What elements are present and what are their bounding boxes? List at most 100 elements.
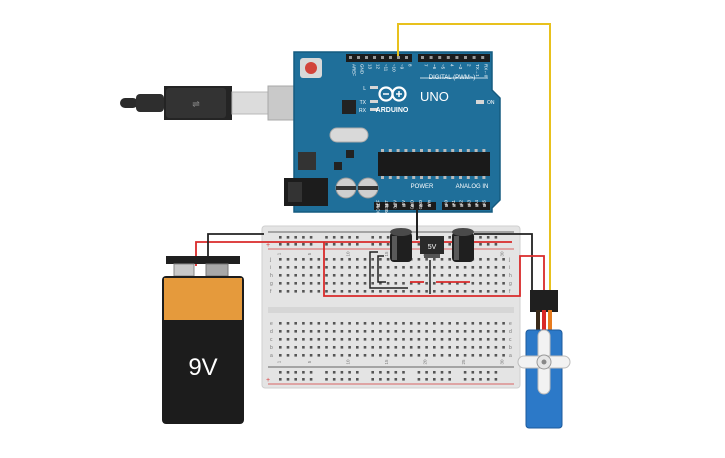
terminal-hole (433, 274, 436, 277)
terminal-hole (463, 274, 467, 277)
terminal-hole (402, 290, 405, 293)
voltage-regulator-5v[interactable]: 5V (420, 236, 444, 258)
rail-hole (371, 371, 374, 374)
terminal-hole (425, 346, 428, 349)
wire-red-servo-power[interactable] (323, 242, 545, 297)
row-letter: c (270, 337, 273, 343)
header-hole (394, 204, 397, 207)
header-hole (429, 56, 433, 59)
terminal-hole (363, 322, 367, 325)
chip-pin (420, 176, 423, 179)
wire-black-servo-gnd[interactable] (474, 233, 533, 292)
terminal-hole (302, 338, 305, 341)
column-number: 5 (307, 360, 312, 363)
terminal-hole (440, 354, 444, 357)
terminal-hole (379, 290, 382, 293)
terminal-hole (486, 274, 490, 277)
row-letter: f (509, 289, 511, 295)
wire-yellow-signal[interactable] (397, 23, 551, 292)
terminal-hole (379, 330, 382, 333)
terminal-hole (440, 346, 444, 349)
terminal-hole (309, 354, 313, 357)
voltage-regulator-chip (298, 152, 316, 170)
terminal-hole (494, 266, 498, 269)
rail-hole (402, 378, 405, 381)
rail-hole (286, 236, 290, 239)
capacitor-left[interactable] (390, 228, 412, 262)
servo-motor[interactable] (517, 290, 571, 429)
digital-pin-label: ~3 (458, 64, 463, 70)
battery-label: 9V (188, 354, 217, 381)
terminal-hole (363, 354, 367, 357)
terminal-hole (379, 322, 382, 325)
rail-hole (394, 371, 398, 374)
terminal-hole (502, 354, 505, 357)
row-letter: f (270, 289, 272, 295)
header-hole (481, 56, 485, 59)
rail-hole (356, 371, 359, 374)
header-hole (402, 204, 406, 207)
row-letter: b (270, 345, 273, 351)
crystal-oscillator (329, 127, 369, 143)
rail-hole (294, 236, 297, 239)
terminal-hole (479, 266, 482, 269)
digital-pin-label: ~9 (400, 64, 405, 70)
rail-hole (279, 243, 282, 246)
terminal-hole (356, 266, 359, 269)
chip-pin (482, 176, 486, 179)
rail-hole (386, 371, 390, 374)
header-hole (438, 56, 442, 59)
terminal-hole (456, 274, 459, 277)
servo-horn[interactable] (517, 329, 571, 395)
terminal-hole (356, 274, 359, 277)
header-hole (397, 56, 400, 59)
led-tx-label: TX (360, 100, 367, 106)
capacitor-right[interactable] (452, 228, 474, 262)
rail-hole (332, 243, 336, 246)
terminal-hole (409, 322, 413, 325)
rail-hole (479, 378, 482, 381)
terminal-hole (379, 354, 382, 357)
terminal-hole (502, 274, 505, 277)
rail-hole (479, 243, 482, 246)
wire-black-battery[interactable] (207, 233, 264, 266)
terminal-hole (448, 322, 451, 325)
column-number: 5 (307, 252, 312, 255)
rail-hole (348, 378, 351, 381)
rail-hole (379, 243, 382, 246)
terminal-hole (394, 266, 398, 269)
terminal-hole (363, 266, 367, 269)
terminal-hole (302, 290, 305, 293)
chip-pin (466, 149, 470, 152)
rail-hole (417, 378, 421, 381)
terminal-hole (340, 338, 344, 341)
terminal-hole (494, 330, 498, 333)
terminal-hole (340, 258, 344, 261)
digital-pin-label: 13 (368, 64, 373, 70)
terminal-hole (286, 322, 290, 325)
terminal-hole (340, 290, 344, 293)
wire-black-cap-ground[interactable] (369, 251, 408, 289)
terminal-hole (463, 354, 467, 357)
rail-hole (340, 243, 344, 246)
terminal-hole (394, 274, 398, 277)
terminal-hole (486, 346, 490, 349)
terminal-hole (486, 266, 490, 269)
battery-9v[interactable]: 9V (162, 256, 244, 424)
row-letter: d (270, 329, 273, 335)
terminal-hole (494, 282, 498, 285)
terminal-hole (379, 266, 382, 269)
terminal-hole (317, 330, 321, 333)
rail-hole (302, 243, 305, 246)
terminal-hole (494, 322, 498, 325)
terminal-hole (502, 290, 505, 293)
terminal-hole (394, 354, 398, 357)
column-number: 15 (384, 251, 389, 257)
header-hole (452, 204, 456, 207)
terminal-hole (425, 290, 428, 293)
terminal-hole (448, 354, 451, 357)
wire-black-jumper[interactable] (377, 255, 386, 283)
row-letter: g (270, 281, 273, 287)
